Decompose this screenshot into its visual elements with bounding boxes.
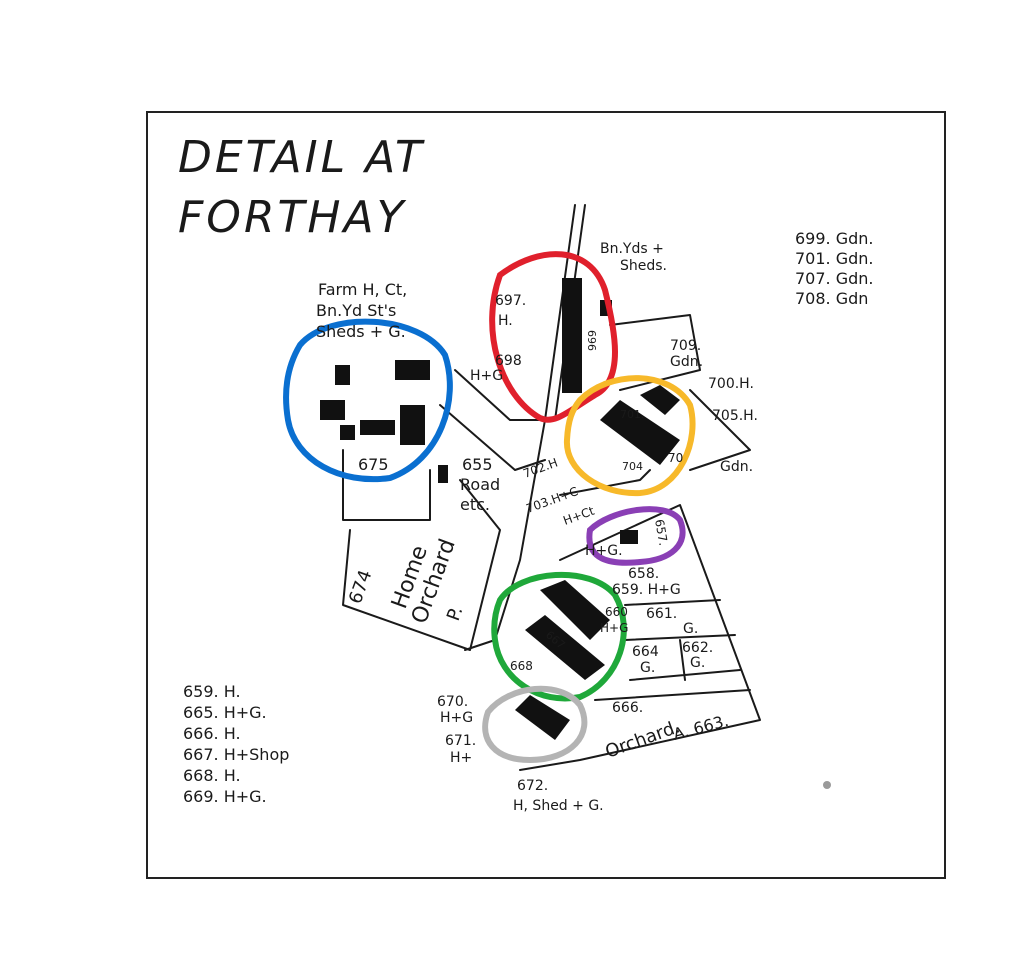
label-698: H+G bbox=[470, 368, 503, 384]
label-700: 700.H. bbox=[708, 376, 754, 392]
label-671: H+ bbox=[450, 750, 472, 766]
label-barns: Bn.Yds + bbox=[600, 241, 664, 257]
building-row bbox=[562, 278, 582, 393]
stray-dot bbox=[823, 781, 831, 789]
label-etc: etc. bbox=[460, 495, 490, 514]
title-line1: DETAIL AT bbox=[178, 132, 425, 183]
label-662: 662. bbox=[682, 640, 713, 656]
green-ring bbox=[491, 571, 627, 702]
label-657: 657. bbox=[652, 518, 670, 547]
legend-item: 668. H. bbox=[183, 766, 241, 785]
grey-ring bbox=[482, 685, 588, 764]
legend-top-right: 699. Gdn. 701. Gdn. 707. Gdn. 708. Gdn bbox=[795, 229, 874, 308]
title-line2: FORTHAY bbox=[178, 192, 407, 243]
label-70: 70 bbox=[668, 451, 683, 465]
label-hg: H+G. bbox=[585, 543, 623, 559]
legend-item: 659. H. bbox=[183, 682, 241, 701]
map-title: DETAIL AT FORTHAY bbox=[178, 132, 425, 243]
label-701: 701. bbox=[620, 408, 645, 421]
label-farm: Sheds + G. bbox=[316, 322, 406, 341]
label-road: Road bbox=[460, 475, 500, 494]
legend-bottom-left: 659. H. 665. H+G. 666. H. 667. H+Shop 66… bbox=[183, 682, 289, 806]
label-661: 661. bbox=[646, 606, 677, 622]
label-705: 705.H. bbox=[712, 408, 758, 424]
yellow-ring bbox=[563, 375, 696, 497]
label-696: 696 bbox=[585, 330, 598, 351]
map-frame bbox=[146, 111, 946, 879]
label-709: Gdn. bbox=[670, 354, 703, 370]
legend-item: 666. H. bbox=[183, 724, 241, 743]
label-668: 668 bbox=[510, 659, 533, 673]
purple-ring bbox=[586, 506, 686, 566]
legend-item: 667. H+Shop bbox=[183, 745, 289, 764]
legend-item: 669. H+G. bbox=[183, 787, 267, 806]
label-659: 659. H+G bbox=[612, 582, 681, 598]
label-655: 655 bbox=[462, 455, 493, 474]
red-ring bbox=[489, 251, 618, 423]
label-660: H+G bbox=[600, 621, 628, 635]
label-697: H. bbox=[498, 313, 513, 329]
label-664: G. bbox=[640, 660, 655, 676]
label-658: 658. bbox=[628, 566, 659, 582]
label-666: 666. bbox=[612, 700, 643, 716]
label-barns: Sheds. bbox=[620, 258, 667, 274]
label-670: 670. bbox=[437, 694, 468, 710]
legend-item: 707. Gdn. bbox=[795, 269, 874, 288]
legend-item: 701. Gdn. bbox=[795, 249, 874, 268]
label-gdn: Gdn. bbox=[720, 459, 753, 475]
legend-item: 699. Gdn. bbox=[795, 229, 874, 248]
label-671: 671. bbox=[445, 733, 476, 749]
label-662: G. bbox=[690, 655, 705, 671]
legend-item: 708. Gdn bbox=[795, 289, 868, 308]
blue-ring bbox=[283, 318, 453, 483]
legend-item: 665. H+G. bbox=[183, 703, 267, 722]
label-675: 675 bbox=[358, 455, 389, 474]
label-697: 697. bbox=[495, 293, 526, 309]
label-farm: Bn.Yd St's bbox=[316, 301, 396, 320]
label-p: P. bbox=[443, 604, 467, 624]
label-661: G. bbox=[683, 621, 698, 637]
label-660: 660 bbox=[605, 605, 628, 619]
label-709: 709. bbox=[670, 338, 701, 354]
label-672: H, Shed + G. bbox=[513, 798, 604, 814]
label-664: 664 bbox=[632, 644, 659, 660]
label-670: H+G bbox=[440, 710, 473, 726]
label-672: 672. bbox=[517, 778, 548, 794]
label-farm: Farm H, Ct, bbox=[318, 280, 407, 299]
highlight-rings bbox=[283, 251, 696, 764]
label-698: 698 bbox=[495, 353, 522, 369]
label-704: 704 bbox=[622, 460, 643, 473]
